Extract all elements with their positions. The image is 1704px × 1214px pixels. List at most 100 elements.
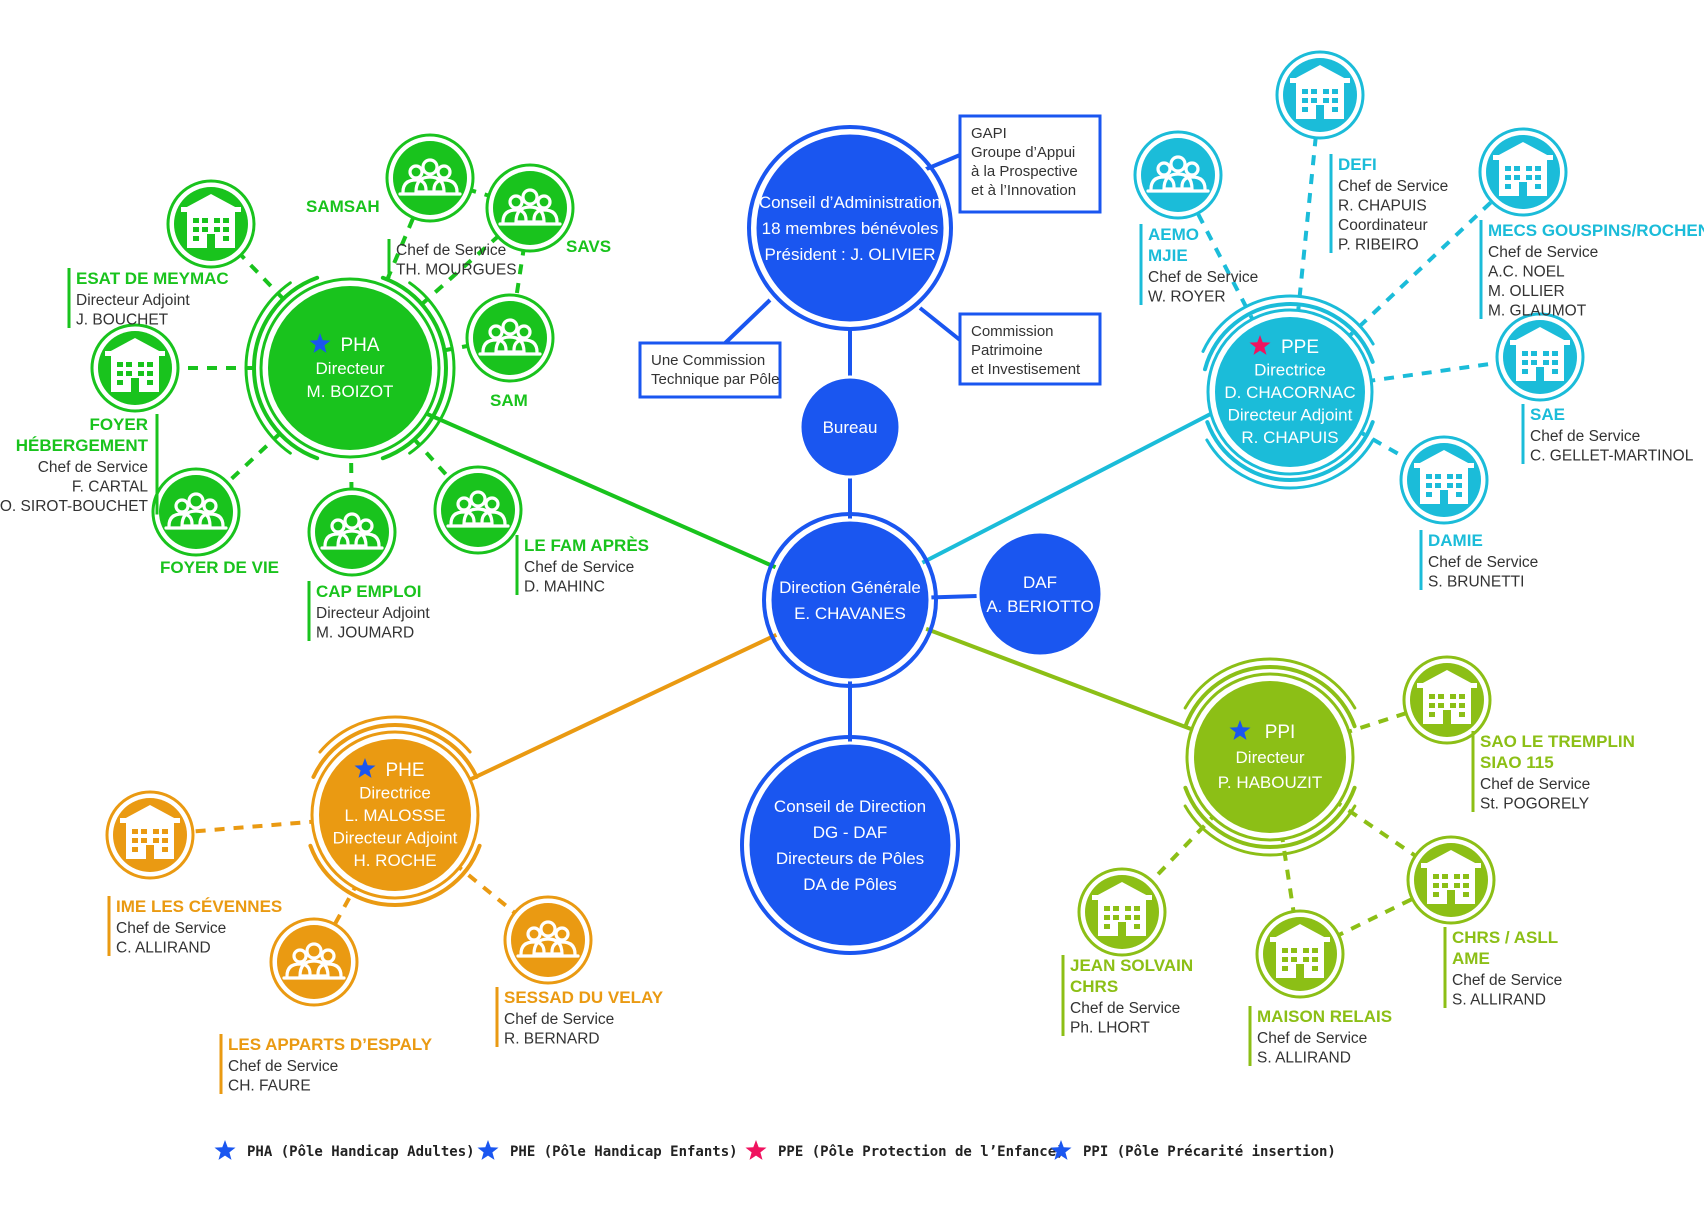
defi-detail: Chef de Service [1338, 178, 1448, 195]
maison-detail: Chef de Service [1257, 1030, 1367, 1047]
chrs-detail: Chef de Service [1452, 972, 1562, 989]
commission-box-line: et Investisement [971, 361, 1081, 378]
ime-detail: C. ALLIRAND [116, 940, 211, 957]
ppi-disc [1194, 681, 1346, 833]
samsah-title: SAMSAH [306, 197, 380, 216]
daf-line: DAF [1023, 573, 1057, 592]
service-node-mecs [1478, 127, 1568, 217]
link-pha-esat [209, 222, 352, 370]
conseil-administration-line: Conseil d’Administration [759, 193, 941, 212]
fam-detail: D. MAHINC [524, 579, 605, 596]
jean-title: JEAN SOLVAIN [1070, 956, 1193, 975]
commission-box-line: Patrimoine [971, 342, 1043, 359]
service-node-defi [1275, 50, 1365, 140]
damie-title: DAMIE [1428, 531, 1483, 550]
link-ppe-defi [1288, 94, 1322, 393]
defi-detail: R. CHAPUIS [1338, 198, 1427, 215]
chrs-title: AME [1452, 949, 1490, 968]
label-damie: DAMIE Chef de Service S. BRUNETTI [1419, 530, 1538, 591]
legend-star-icon [214, 1140, 236, 1160]
ppi-arc [1183, 665, 1357, 729]
aemo-detail: W. ROYER [1148, 289, 1226, 306]
conseil-administration-disc [753, 131, 947, 325]
sam-title: SAM [490, 391, 528, 410]
pha-arc [252, 275, 320, 461]
legend-label: PPI (Pôle Précarité insertion) [1083, 1144, 1336, 1160]
ppi-line: P. HABOUZIT [1218, 773, 1323, 792]
maison-detail: S. ALLIRAND [1257, 1050, 1351, 1067]
direction-generale-disc [768, 518, 932, 682]
cap_emploi-title: CAP EMPLOI [316, 582, 421, 601]
legend-item: PHE (Pôle Handicap Enfants) [477, 1140, 738, 1160]
bureau-line: Bureau [823, 418, 878, 437]
gapi-box-line: et à l’Innovation [971, 182, 1076, 199]
sessad-detail: Chef de Service [504, 1011, 614, 1028]
service-node-samsah [385, 133, 475, 223]
legend-item: PPI (Pôle Précarité insertion) [1050, 1140, 1336, 1160]
aemo-title: MJIE [1148, 246, 1188, 265]
service-node-cap_emploi [307, 487, 397, 577]
link-ca-technique [718, 298, 772, 350]
pole-pha: PHA Directeur M. BOIZOT [259, 277, 441, 459]
fam-detail: Chef de Service [524, 559, 634, 576]
conseil-direction-line: DA de Pôles [803, 875, 897, 894]
ppi-star-icon [1229, 720, 1251, 740]
label-savs: SAVS [566, 237, 611, 256]
conseil-direction-line: Directeurs de Pôles [776, 849, 924, 868]
pha-arc [408, 281, 456, 455]
gapi-box-line: Groupe d’Appui [971, 144, 1075, 161]
ppe-line: R. CHAPUIS [1241, 428, 1338, 447]
sessad-title: SESSAD DU VELAY [504, 988, 664, 1007]
mecs-title: MECS GOUSPINS/ROCHENÉGLY [1488, 221, 1704, 240]
phe-arc [311, 723, 479, 779]
esat-detail: Directeur Adjoint [76, 292, 190, 309]
sao-detail: St. POGORELY [1480, 796, 1589, 813]
service-node-sessad [503, 895, 593, 985]
pha-line: M. BOIZOT [307, 382, 394, 401]
pha-line: Directeur [316, 359, 385, 378]
phe-code: PHE [385, 760, 424, 781]
conseil-administration-line: Président : J. OLIVIER [764, 245, 935, 264]
conseil-direction-disc [746, 741, 954, 949]
foyer_heb-title: FOYER [89, 415, 148, 434]
damie-detail: Chef de Service [1428, 554, 1538, 571]
ppe-arc [1203, 302, 1375, 372]
phe-disc [319, 739, 471, 891]
link-ppi-maison [1268, 756, 1302, 955]
legend-label: PHA (Pôle Handicap Adultes) [247, 1144, 475, 1160]
pha-disc [268, 286, 432, 450]
phe-star-icon [354, 758, 376, 778]
foyer_heb-detail: Chef de Service [38, 459, 148, 476]
service-node-ime [105, 790, 195, 880]
service-node-savs [485, 163, 575, 253]
ppe-arc [1201, 294, 1375, 353]
rings-layer [244, 275, 1375, 907]
pha-code: PHA [340, 335, 379, 356]
defi-detail: Coordinateur [1338, 217, 1428, 234]
legend-label: PPE (Pôle Protection de l’Enfance) [778, 1144, 1065, 1160]
ime-detail: Chef de Service [116, 920, 226, 937]
damie-detail: S. BRUNETTI [1428, 574, 1524, 591]
service-node-sam [465, 293, 555, 383]
phe-arc [318, 715, 472, 754]
pha-arc [244, 281, 292, 455]
phe-line: H. ROCHE [353, 851, 436, 870]
link-ppe-mecs [1288, 170, 1525, 394]
phe-line: Directrice [359, 784, 431, 803]
foyer_heb-title: HÉBERGEMENT [16, 436, 149, 455]
service-node-foyer_vie [151, 467, 241, 557]
service-node-sao [1402, 655, 1492, 745]
